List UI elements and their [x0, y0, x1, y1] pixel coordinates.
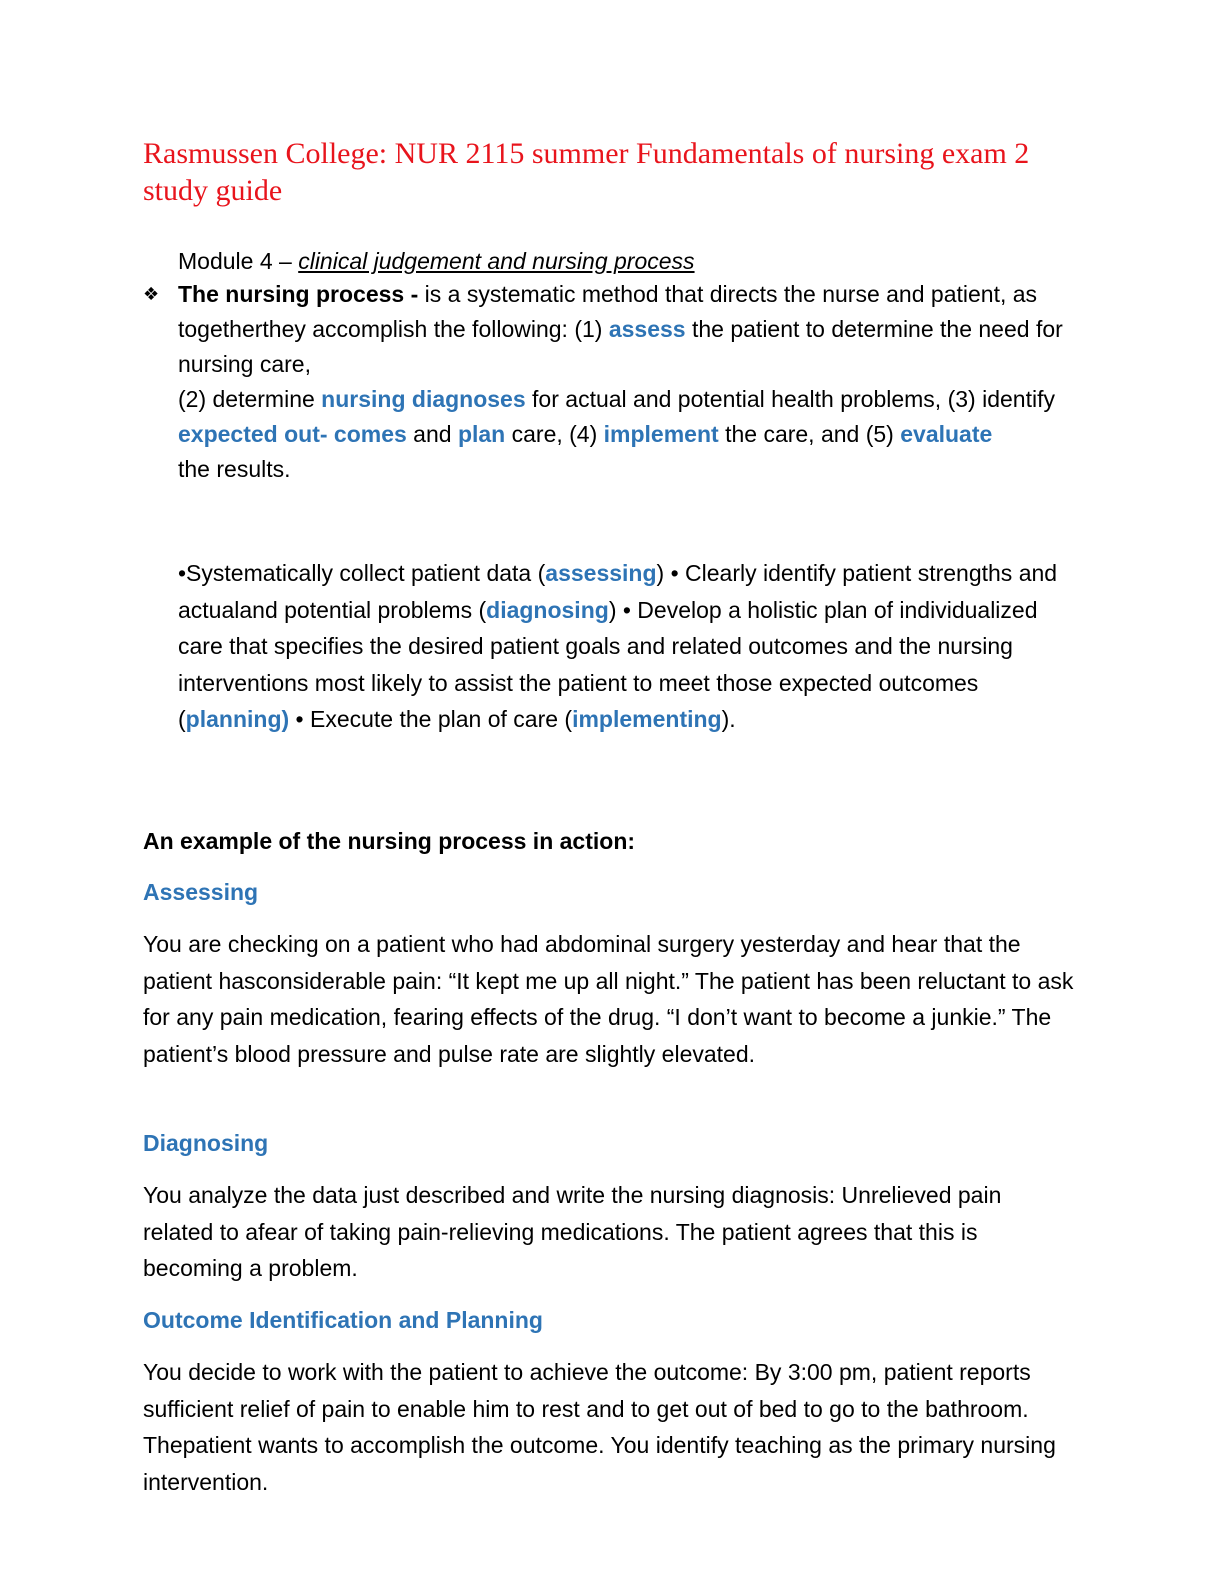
np-term: The nursing process - — [178, 281, 419, 307]
np-paragraph-4: the results. — [178, 456, 291, 482]
keyword-diagnosing: diagnosing — [486, 596, 609, 623]
section-text-diagnosing: You analyze the data just described and … — [143, 1182, 1002, 1282]
steps-text: •Systematically collect patient data ( — [178, 560, 546, 586]
np-text: for actual and potential health problems… — [525, 386, 1055, 412]
keyword-assess: assess — [608, 316, 686, 342]
np-text: care, (4) — [505, 421, 604, 447]
np-text: (2) determine — [178, 386, 322, 412]
steps-text: ) • Develop a holistic plan of individua… — [178, 596, 1038, 733]
np-paragraph-1: The nursing process - is a systematic me… — [178, 277, 1078, 382]
np-text: is a systematic method that directs the … — [178, 281, 1038, 342]
np-paragraph-3: expected out- comes and plan care, (4) i… — [178, 417, 1078, 452]
np-text: and — [406, 421, 458, 447]
keyword-implementing: implementing — [572, 706, 722, 732]
module-line: Module 4 – clinical judgement and nursin… — [178, 243, 1078, 279]
section-text-assessing: You are checking on a patient who had ab… — [143, 931, 1074, 1068]
example-heading: An example of the nursing process in act… — [143, 828, 636, 854]
module-prefix: Module 4 – — [178, 248, 299, 274]
section-heading-assessing: Assessing — [143, 879, 259, 905]
keyword-planning: planning) — [185, 706, 290, 732]
nursing-steps-paragraph: •Systematically collect patient data (as… — [178, 555, 1078, 738]
page-title: Rasmussen College: NUR 2115 summer Funda… — [143, 137, 1030, 207]
nursing-process-definition: The nursing process - is a systematic me… — [178, 277, 1078, 487]
np-text: the care, and (5) — [718, 421, 901, 447]
section-heading-outcome-planning: Outcome Identification and Planning — [143, 1307, 543, 1333]
module-topic: clinical judgement and nursing process — [298, 248, 695, 274]
section-text-outcome-planning: You decide to work with the patient to a… — [143, 1359, 1056, 1496]
diamond-bullet-icon: ❖ — [143, 284, 160, 305]
section-heading-diagnosing: Diagnosing — [143, 1130, 269, 1156]
np-text: the patient to determine the need for nu… — [178, 316, 1063, 377]
np-paragraph-2: (2) determine nursing diagnoses for actu… — [178, 382, 1078, 417]
steps-text: • Execute the plan of care ( — [289, 706, 573, 732]
keyword-expected-outcomes: expected out- comes — [178, 421, 407, 447]
keyword-plan: plan — [457, 421, 506, 447]
keyword-nursing-diagnoses: nursing diagnoses — [321, 386, 526, 412]
keyword-evaluate: evaluate — [900, 421, 993, 447]
keyword-implement: implement — [603, 421, 719, 447]
keyword-assessing: assessing — [545, 560, 657, 586]
steps-text: ) • Clearly identify patient strengths a… — [178, 560, 1058, 623]
steps-text: ). — [721, 706, 736, 732]
